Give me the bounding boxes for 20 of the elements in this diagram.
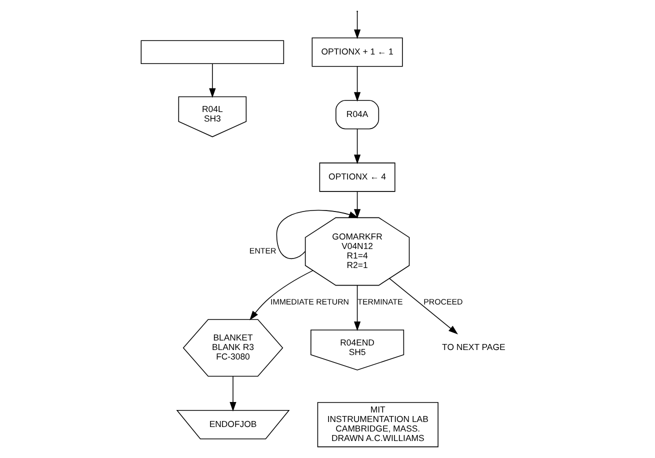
arrow [353, 128, 360, 164]
node-box: OPTIONX + 1 ← 1 [311, 38, 402, 67]
arrow [208, 63, 216, 98]
edge-label: PROCEED [423, 297, 462, 306]
edge-label: TERMINATE [357, 297, 402, 306]
arrow [353, 285, 360, 331]
arrow [249, 270, 313, 320]
arrow [276, 210, 358, 260]
arrow [353, 11, 360, 39]
arrow [229, 376, 236, 412]
arrow [388, 278, 458, 334]
arrow [353, 191, 360, 219]
node-box [140, 40, 284, 64]
node-box: MIT INSTRUMENTATION LAB CAMBRIDGE, MASS. DRAWN A.C.WILLIAMS [316, 402, 438, 448]
node-box: OPTIONX ← 4 [318, 162, 395, 192]
arrow [353, 66, 360, 102]
edge-label: ENTER [248, 246, 276, 256]
edge-label: IMMEDIATE RETURN [270, 297, 349, 306]
node-text: TO NEXT PAGE [442, 342, 505, 352]
node-box: R04A [335, 100, 379, 130]
